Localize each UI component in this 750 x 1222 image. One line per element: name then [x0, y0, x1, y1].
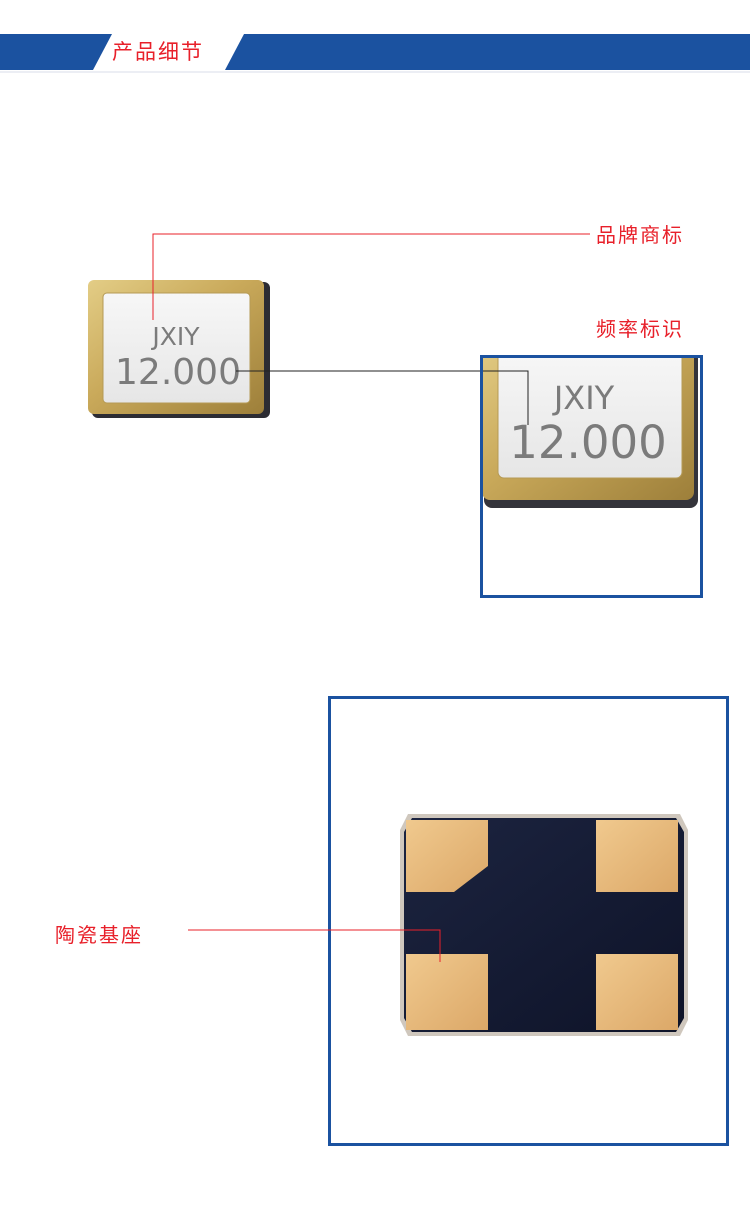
bottom-view-illustration: [188, 814, 688, 1036]
crystal-small-frequency-mark: 12.000: [115, 352, 241, 393]
crystal-zoomed: JXIY 12.000: [483, 358, 698, 508]
crystal-zoomed-frequency-mark: 12.000: [509, 416, 666, 469]
pad-bottom-right: [596, 954, 678, 1030]
base-callout-line: [188, 929, 441, 962]
zoom-detail-frame: [480, 355, 703, 598]
ceramic-base-chip: [400, 814, 688, 1036]
banner-right-bar: [225, 34, 750, 70]
section-header-banner: 产品细节: [0, 0, 750, 80]
base-detail-frame: [328, 696, 729, 1146]
brand-callout-label: 品牌商标: [596, 223, 684, 247]
crystal-small-brand-mark: JXIY: [150, 322, 200, 351]
pad-top-right: [596, 820, 678, 892]
frequency-callout-label: 频率标识: [596, 317, 684, 341]
section-title: 产品细节: [112, 40, 204, 64]
banner-graphic: [0, 34, 750, 73]
banner-left-bar: [0, 34, 112, 70]
frequency-connector-line: [236, 370, 529, 425]
crystal-small: JXIY 12.000: [88, 280, 270, 418]
pad-bottom-left: [406, 954, 488, 1030]
brand-callout-line: [152, 233, 590, 320]
crystal-zoomed-lid: [497, 358, 683, 479]
pad-top-left: [406, 820, 488, 892]
crystal-zoomed-brand-mark: JXIY: [552, 379, 615, 417]
base-callout-label: 陶瓷基座: [55, 923, 143, 947]
crystal-small-lid: [102, 292, 251, 404]
top-view-illustration: JXIY 12.000 JXIY 12.000: [88, 233, 698, 508]
